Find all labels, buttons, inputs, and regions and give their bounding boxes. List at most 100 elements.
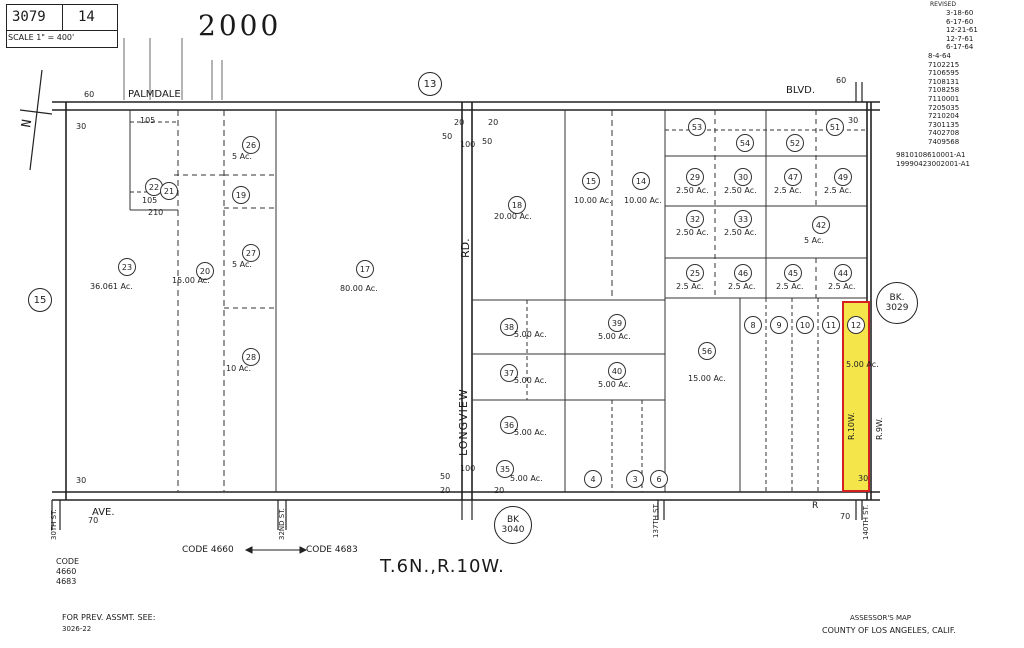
parcel-number: 42 (812, 216, 830, 234)
revision-entry: 3-18-60 (946, 9, 974, 17)
dim-70-b: 70 (840, 512, 851, 521)
bk-3040-number: 3040 (501, 525, 525, 535)
parcel-number: 14 (632, 172, 650, 190)
assessor-label: ASSESSOR'S MAP (850, 614, 912, 622)
parcel-number: 3 (626, 470, 644, 488)
parcel-number: 23 (118, 258, 136, 276)
range-r9w: R.9W. (875, 417, 884, 440)
revision-entry: 12-21-61 (946, 26, 978, 35)
revision-entry: 7205035 (928, 103, 960, 112)
revision-entry: 7301135 (928, 120, 960, 129)
parcel-acreage: 5.00 Ac. (514, 376, 547, 385)
parcel-acreage: 2.5 Ac. (774, 186, 802, 195)
parcel-number: 28 (242, 348, 260, 366)
revision-entry: 7108258 (928, 86, 960, 95)
code-legend-1: 4660 (56, 567, 77, 576)
badge-13: 13 (418, 72, 442, 96)
parcel-acreage: 5 Ac. (804, 236, 824, 245)
street-blvd: BLVD. (786, 85, 816, 96)
parcel-number: 8 (744, 316, 762, 334)
parcel-acreage: 80.00 Ac. (340, 284, 378, 293)
book-number: 3079 (12, 9, 46, 25)
township-label: T.6N.,R.10W. (380, 556, 505, 577)
parcel-acreage: 5.00 Ac. (598, 332, 631, 341)
parcel-acreage: 5.00 Ac. (514, 428, 547, 437)
parcel-number: 6 (650, 470, 668, 488)
scale-box (6, 30, 118, 48)
parcel-number: 56 (698, 342, 716, 360)
bk-3040-badge: BK 3040 (494, 506, 532, 544)
parcel-acreage: 5.00 Ac. (846, 360, 879, 369)
parcel-number: 26 (242, 136, 260, 154)
revision-entry: 7110001 (928, 95, 960, 103)
street-r: R (812, 501, 819, 511)
county-label: COUNTY OF LOS ANGELES, CALIF. (822, 626, 956, 635)
bk-3040-label: BK (506, 515, 520, 525)
dim-100-b: 100 (460, 464, 476, 473)
parcel-number: 29 (686, 168, 704, 186)
revision-code-2: 19990423002001-A1 (896, 160, 970, 168)
dim-100-a: 100 (460, 140, 476, 149)
parcel-number: 9 (770, 316, 788, 334)
dim-20-d: 20 (494, 486, 505, 495)
page-number: 14 (78, 9, 95, 25)
revision-entry: 7108131 (928, 77, 960, 86)
parcel-number: 54 (736, 134, 754, 152)
parcel-number: 19 (232, 186, 250, 204)
street-140th: 140TH ST. (862, 504, 870, 540)
parcel-number: 4 (584, 470, 602, 488)
parcel-number: 35 (496, 460, 514, 478)
street-longview: LONGVIEW (457, 388, 470, 456)
code-legend-2: 4683 (56, 577, 77, 586)
code-legend-title: CODE (56, 557, 80, 566)
parcel-acreage: 2.50 Ac. (676, 228, 709, 237)
dim-105-b: 105 (142, 196, 158, 205)
parcel-number: 32 (686, 210, 704, 228)
parcel-number: 11 (822, 316, 840, 334)
revision-code-1: 9810108610001-A1 (896, 151, 966, 159)
parcel-acreage: 2.50 Ac. (676, 186, 709, 195)
parcel-acreage: 5 Ac. (232, 260, 252, 269)
bk-3029-badge: BK. 3029 (876, 282, 918, 324)
parcel-acreage: 15.00 Ac. (172, 276, 210, 285)
dim-105-a: 105 (140, 116, 156, 125)
street-32nd: 32ND ST. (278, 508, 286, 540)
parcel-number: 40 (608, 362, 626, 380)
parcel-acreage: 10.00 Ac. (624, 196, 662, 205)
parcel-acreage: 2.5 Ac. (728, 282, 756, 291)
range-r10w: R.10W. (847, 412, 856, 440)
parcel-acreage: 20.00 Ac. (494, 212, 532, 221)
parcel-acreage: 36.061 Ac. (90, 282, 133, 291)
dim-70-a: 70 (88, 516, 99, 525)
parcel-acreage: 5.00 Ac. (514, 330, 547, 339)
prev-assessment-label: FOR PREV. ASSMT. SEE: (62, 613, 156, 622)
revision-entry: 7106595 (928, 69, 960, 78)
parcel-number: 20 (196, 262, 214, 280)
parcel-acreage: 2.5 Ac. (824, 186, 852, 195)
dim-60-b: 60 (836, 76, 847, 85)
parcel-number: 53 (688, 118, 706, 136)
code-4683: CODE 4683 (306, 545, 358, 555)
parcel-acreage: 2.5 Ac. (776, 282, 804, 291)
dim-30-c: 30 (848, 116, 859, 125)
scale-label: SCALE 1" = 400' (8, 33, 75, 42)
parcel-number: 15 (582, 172, 600, 190)
parcel-number: 47 (784, 168, 802, 186)
parcel-acreage: 5 Ac. (232, 152, 252, 161)
dim-50-b: 50 (482, 137, 493, 146)
dim-210: 210 (148, 208, 164, 217)
revised-label: REVISED (930, 1, 957, 8)
parcel-number: 51 (826, 118, 844, 136)
bk-3029-number: 3029 (885, 303, 909, 313)
parcel-acreage: 5.00 Ac. (510, 474, 543, 483)
parcel-acreage: 2.50 Ac. (724, 228, 757, 237)
parcel-number: 21 (160, 182, 178, 200)
revision-entry: 6-17-64 (946, 43, 974, 52)
parcel-number: 49 (834, 168, 852, 186)
parcel-number: 36 (500, 416, 518, 434)
parcel-number: 17 (356, 260, 374, 278)
parcel-number: 25 (686, 264, 704, 282)
prev-assessment-ref: 3026-22 (62, 625, 92, 633)
parcel-number: 45 (784, 264, 802, 282)
